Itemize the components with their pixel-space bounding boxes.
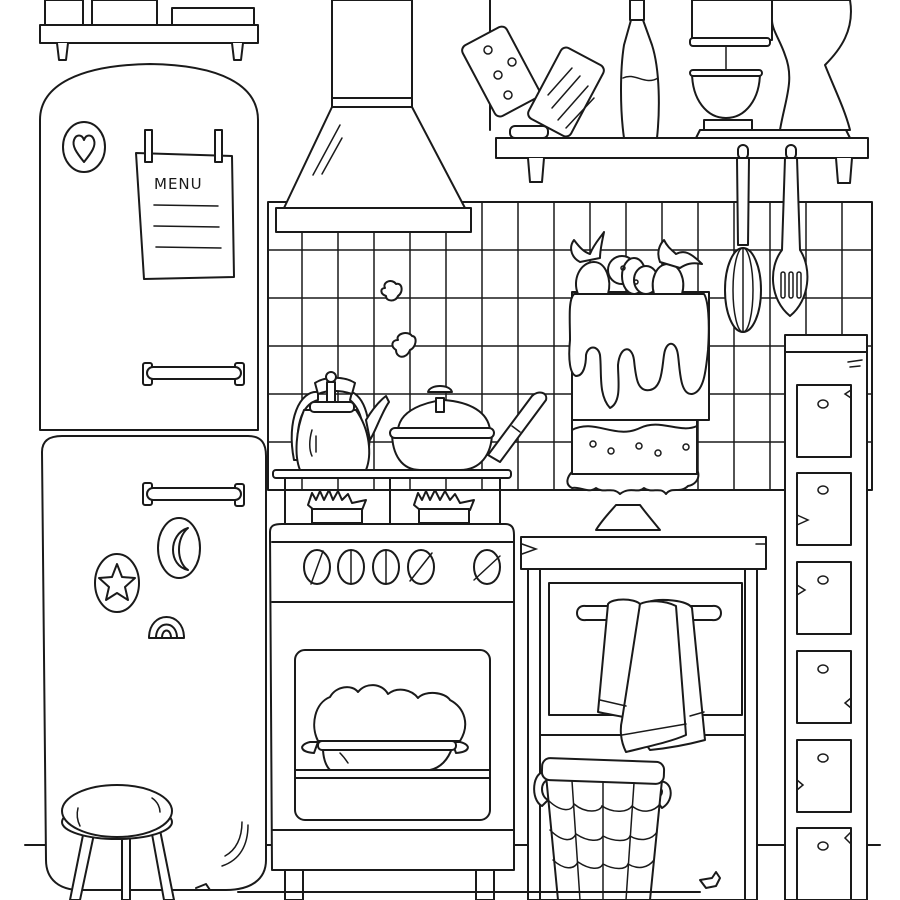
- stove-knobs: [303, 549, 501, 585]
- steam-puff: [380, 280, 417, 358]
- oven-window: [294, 649, 491, 821]
- stool: [61, 784, 175, 900]
- cake: [566, 231, 710, 531]
- fridge-bottom: [41, 435, 267, 891]
- rug: [195, 871, 721, 893]
- top-left-shelf: [39, 0, 259, 61]
- whisk: [724, 144, 762, 333]
- bottle: [620, 0, 660, 139]
- rainbow-magnet: [148, 616, 185, 639]
- towel: [597, 598, 706, 753]
- heart-magnet: [62, 121, 106, 173]
- slotted-spatula: [771, 144, 809, 317]
- stove: [269, 469, 515, 900]
- top-right-shelf: [495, 137, 869, 184]
- oven-mitts: [461, 0, 605, 139]
- pot: [389, 385, 548, 471]
- drawers: [796, 384, 852, 900]
- counter-cabinet: [520, 536, 767, 900]
- hanging-utensils: [724, 144, 809, 333]
- moon-magnet: [157, 517, 201, 579]
- basket: [533, 757, 672, 900]
- drawer-column: [784, 334, 868, 900]
- fridge-bottom-handle: [142, 482, 245, 507]
- burner-left: [307, 489, 367, 524]
- menu-title: MENU: [154, 175, 203, 193]
- kettle: [290, 371, 390, 471]
- fridge-top: MENU: [39, 63, 259, 431]
- star-magnet: [94, 553, 140, 613]
- menu-note: MENU: [135, 129, 235, 280]
- stand-mixer: [689, 0, 852, 139]
- range-hood: [275, 0, 472, 233]
- burner-right: [413, 489, 475, 524]
- cake-fruit: [570, 231, 703, 295]
- fridge-top-handle: [142, 362, 245, 386]
